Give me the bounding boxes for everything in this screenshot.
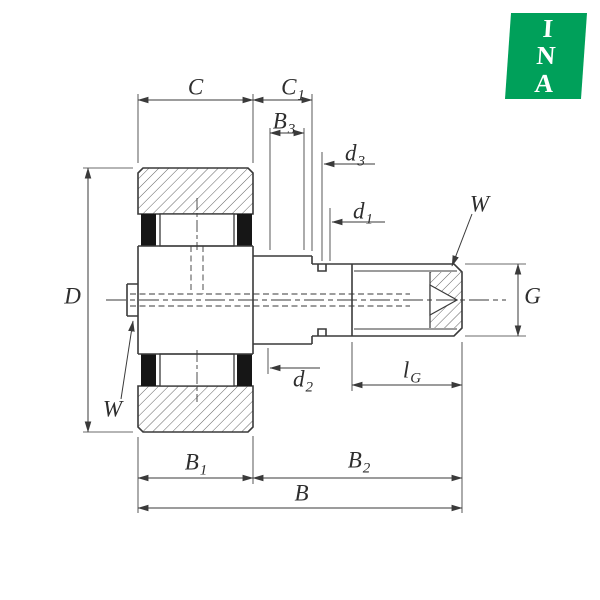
dim-label-d-outer-diameter: D — [64, 283, 81, 309]
lubrication-duct-hidden-lines — [130, 246, 410, 307]
dim-label-b3-width: B3 — [272, 108, 296, 138]
dim-label-b-total-width: B — [294, 480, 309, 506]
dim-label-w-top-flats: W — [469, 191, 490, 217]
stud-profile — [126, 245, 463, 355]
seal-washers — [141, 214, 252, 386]
leader-lines — [120, 160, 473, 400]
dim-label-d1-diameter: d1 — [353, 198, 373, 228]
ina-logo-letter: A — [533, 68, 555, 98]
dimension-lines — [84, 96, 522, 512]
outer-ring-section — [137, 167, 254, 433]
extension-lines — [83, 94, 526, 513]
dim-label-d2-diameter: d2 — [293, 366, 313, 396]
dim-label-b1-width: B1 — [184, 449, 208, 479]
dim-label-c1-collar-width: C1 — [281, 74, 305, 104]
centerlines — [106, 198, 506, 402]
ina-logo-letter: I — [541, 14, 554, 44]
dim-label-b2-width: B2 — [347, 447, 371, 477]
dim-label-g-thread: G — [524, 283, 541, 309]
thread-minor-lines — [354, 270, 457, 330]
dim-label-w-left-flats: W — [102, 396, 123, 422]
dim-label-d3-diameter: d3 — [345, 140, 365, 170]
dim-label-c-roller-width: C — [187, 74, 204, 100]
dim-label-lg-thread-length: lG — [402, 357, 422, 387]
ina-logo: I N A — [504, 13, 588, 99]
ina-logo-letter: N — [535, 41, 557, 71]
